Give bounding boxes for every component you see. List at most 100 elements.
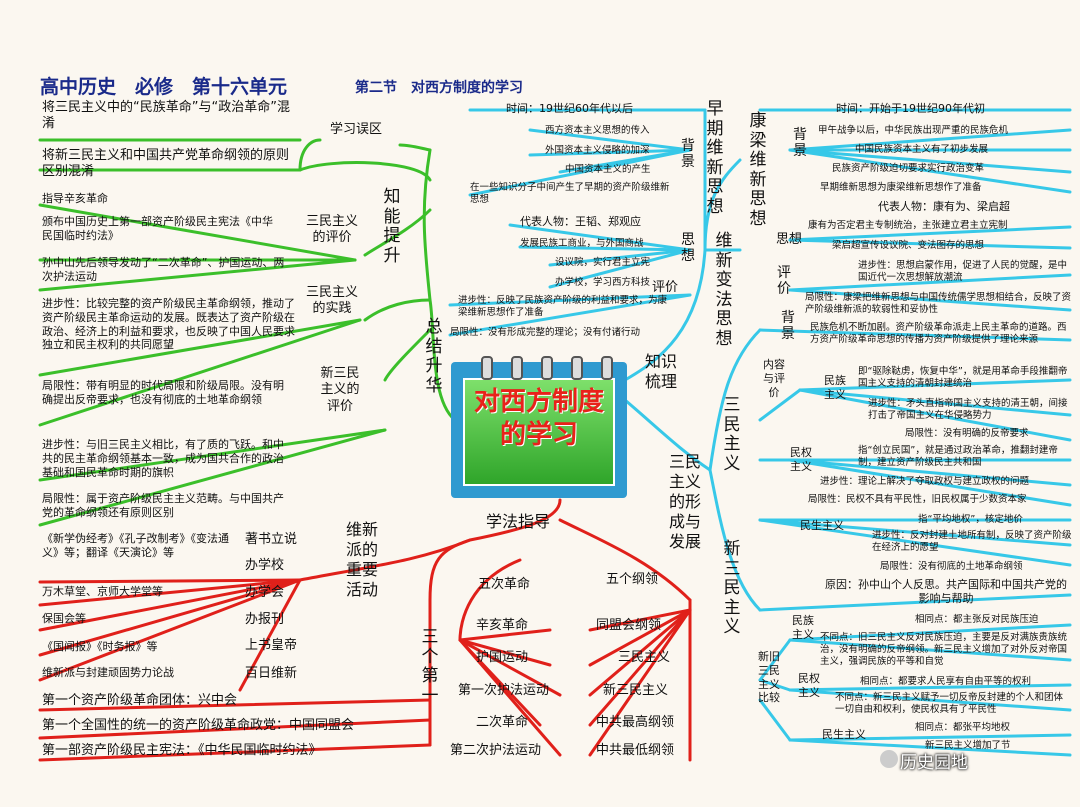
- sanmin-minsheng-item: 指“平均地权”，核定地价: [918, 514, 1023, 525]
- sanmin-minsheng-label: 民生主义: [800, 519, 844, 532]
- wuci-item: 护国运动: [476, 650, 529, 665]
- sange-item: 第一个全国性的统一的资产阶级革命政党：中国同盟会: [42, 718, 355, 733]
- weixin-item-label: 办报刊: [245, 612, 285, 627]
- wuqu-head: 学习误区: [330, 122, 383, 137]
- xin-item: 局限性：属于资产阶级民主主义范畴。与中国共产党的革命纲领还有原则区别: [42, 492, 284, 519]
- xinsanmin-bijiao-label: 新旧三民主义比较: [758, 650, 780, 705]
- wuqu-item: 将三民主义中的“民族革命”与“政治革命”混淆: [42, 100, 290, 132]
- sanmin-minzu-item: 进步性：矛头直指帝国主义支持的清王朝，间接打击了帝国主义在华侵略势力: [868, 398, 1068, 421]
- branch-sange-diyi: 三个第一: [421, 627, 439, 706]
- sanmin-minzu-item: 即“驱除鞑虏，恢复中华”，就是用革命手段推翻帝国主义支持的清朝封建统治: [858, 366, 1068, 389]
- weixin-item-detail: 保国会等: [42, 612, 86, 625]
- weixin-item-label: 办学会: [245, 585, 285, 600]
- wuge-item: 中共最低纲领: [596, 743, 675, 758]
- weixin-bianfa-head: 维新变法思想: [715, 231, 733, 349]
- sanmin-beijing: 民族危机不断加剧。资产阶级革命派走上民主革命的道路。西方资产阶级革命思想的传播为…: [810, 322, 1067, 345]
- sanmin-minquan-item: 局限性：民权不具有平民性，旧民权属于少数资本家: [808, 494, 1027, 505]
- weixin-item-detail: 《新学伪经考》《孔子改制考》《变法通义》等；翻译《天演论》等: [42, 532, 229, 559]
- weixin-item-label: 上书皇帝: [245, 638, 298, 653]
- weixin-item-detail: 万木草堂、京师大学堂等: [42, 585, 163, 598]
- zaoqi-pingjia-item: 进步性：反映了民族资产阶级的利益和要求，为康梁维新思想作了准备: [458, 295, 668, 318]
- wuge-item: 三民主义: [618, 650, 671, 665]
- xinsanmin-minsheng-item: 相同点：都张平均地权: [915, 722, 1011, 733]
- shijian-head: 三民主义的实践: [305, 285, 358, 317]
- weixin-item-label: 办学校: [245, 558, 285, 573]
- branch-xuefa: 学法指导: [486, 512, 551, 531]
- sanmin-minquan-label: 民权主义: [790, 446, 812, 473]
- kangliang-beijing-item: 中国民族资本主义有了初步发展: [855, 144, 989, 155]
- zaoqi-beijing-item: 西方资本主义思想的传入: [545, 125, 650, 136]
- zaoqi-beijing-item: 在一些知识分子中间产生了早期的资产阶级维新思想: [470, 182, 670, 205]
- branch-zongjie: 总结升华: [425, 317, 443, 396]
- sange-item: 第一部资产阶级民主宪法：《中华民国临时约法》: [42, 743, 322, 758]
- branch-sanmin-xingcheng: 三民主义的形成与发展: [668, 452, 701, 551]
- xinsanmin-head: 新三民主义: [723, 539, 741, 638]
- kangliang-beijing-item: 民族资产阶级迫切要求实行政治变革: [832, 163, 985, 174]
- xinsanmin-minzu-item: 不同点：旧三民主义反对民族压迫，主要是反对满族贵族统治，没有明确的反帝纲领。新三…: [820, 632, 1068, 667]
- wechat-logo-icon: [880, 750, 898, 768]
- page-subtitle: 第二节 对西方制度的学习: [355, 80, 523, 96]
- shijian-item: 局限性：带有明显的时代局限和阶级局限。没有明确提出反帝要求，也没有彻底的土地革命…: [42, 379, 284, 406]
- xinsanmin-minsheng-label: 民生主义: [822, 728, 866, 741]
- pingjia-item: 指导辛亥革命: [42, 192, 108, 205]
- sange-item: 第一个资产阶级革命团体：兴中会: [42, 693, 238, 708]
- kangliang-head: 康梁维新思想: [749, 111, 767, 229]
- pingjia-item: 颁布中国历史上第一部资产阶级民主宪法《中华民国临时约法》: [42, 215, 273, 242]
- sanmin-minzu-label: 民族主义: [824, 374, 846, 401]
- wuge-item: 中共最高纲领: [596, 715, 675, 730]
- zaoqi-head: 早期维新思想: [706, 99, 724, 217]
- xinsanmin-minquan-item: 不同点：新三民主义赋予一切反帝反封建的个人和团体一切自由和权利，使民权具有了平民…: [835, 692, 1064, 715]
- zaoqi-sixiang-item: 设议院，实行君主立宪: [555, 257, 651, 268]
- center-topic-title: 对西方制度的学习: [473, 387, 604, 450]
- sanmin-neirong-label: 内容与评价: [763, 358, 785, 399]
- xinsanmin-minquan-label: 民权主义: [798, 672, 820, 699]
- sanmin-head: 三民主义: [723, 395, 741, 474]
- kangliang-sixiang-item: 梁启超宣传设议院、变法图存的思想: [832, 240, 985, 251]
- branch-wuge-gangling: 五个纲领: [606, 572, 659, 587]
- kangliang-pingjia-item: 局限性：康梁把维新思想与中国传统儒学思想相结合，反映了资产阶级维新派的软弱性和妥…: [805, 292, 1072, 315]
- zaoqi-time: 时间：19世纪60年代以后: [506, 102, 633, 115]
- sanmin-minzu-item: 局限性：没有明确的反帝要求: [905, 428, 1029, 439]
- wuge-item: 同盟会纲领: [596, 618, 662, 633]
- wuci-item: 二次革命: [476, 715, 529, 730]
- xinsanmin-minsheng-item: 新三民主义增加了节: [925, 740, 1011, 751]
- branch-weixin-huodong: 维新派的重要活动: [345, 520, 378, 599]
- wuci-item: 第一次护法运动: [458, 683, 550, 698]
- zaoqi-sixiang-label: 思想: [681, 232, 695, 265]
- kangliang-pingjia-item: 进步性：思想启蒙作用，促进了人民的觉醒，是中国近代一次思想解放潮流: [858, 260, 1068, 283]
- zaoqi-beijing-label: 背景: [681, 138, 695, 171]
- kangliang-daibiao: 代表人物：康有为、梁启超: [878, 200, 1010, 213]
- wuci-item: 第二次护法运动: [450, 743, 542, 758]
- branch-zhishi: 知识梳理: [645, 352, 678, 391]
- kangliang-beijing-label: 背景: [793, 127, 807, 160]
- xinsanmin-minzu-label: 民族主义: [792, 614, 814, 641]
- sanmin-minsheng-item: 局限性：没有彻底的土地革命纲领: [880, 561, 1023, 572]
- xinsanmin-minzu-item: 相同点：都主张反对民族压迫: [915, 614, 1039, 625]
- kangliang-beijing-item: 早期维新思想为康梁维新思想作了准备: [820, 182, 982, 193]
- kangliang-time: 时间：开始于19世纪90年代初: [836, 102, 985, 115]
- zaoqi-sixiang-item: 发展民族工商业，与外国商战: [520, 238, 644, 249]
- kangliang-pingjia-label: 评价: [777, 265, 791, 298]
- weixin-item-label: 著书立说: [245, 532, 298, 547]
- sanmin-minquan-item: 指“创立民国”，就是通过政治革命，推翻封建帝制，建立资产阶级民主共和国: [858, 445, 1058, 468]
- weixin-item-detail: 《国闻报》《时务报》等: [42, 640, 158, 653]
- weixin-item-detail: 维新派与封建顽固势力论战: [42, 666, 174, 679]
- pingjia-head: 三民主义的评价: [306, 214, 359, 246]
- wuci-item: 辛亥革命: [476, 618, 529, 633]
- pingjia-item: 孙中山先后领导发动了“二次革命”、护国运动、两次护法运动: [42, 256, 285, 283]
- wuqu-item: 将新三民主义和中国共产党革命纲领的原则区别混淆: [42, 148, 290, 180]
- zaoqi-pingjia-label: 评价: [652, 280, 679, 295]
- watermark: 历史园地: [900, 753, 968, 773]
- zaoqi-daibiao: 代表人物：王韬、郑观应: [520, 215, 641, 228]
- kangliang-beijing-item: 甲午战争以后，中华民族出现严重的民族危机: [818, 125, 1009, 136]
- zaoqi-beijing-item: 外国资本主义侵略的加深: [545, 145, 650, 156]
- zaoqi-beijing-item: 中国资本主义的产生: [565, 164, 651, 175]
- page-title: 高中历史 必修 第十六单元: [40, 76, 288, 98]
- xinsanmin-minquan-item: 相同点：都要求人民享有自由平等的权利: [860, 676, 1032, 687]
- branch-wuci-geming: 五次革命: [478, 577, 531, 592]
- sanmin-minsheng-item: 进步性：反对封建土地所有制，反映了资产阶级在经济上的愿望: [872, 530, 1072, 553]
- zaoqi-pingjia-item: 局限性：没有形成完整的理论；没有付诸行动: [450, 327, 641, 338]
- xin-item: 进步性：与旧三民主义相比，有了质的飞跃。和中共的民主革命纲领基本一致，成为国共合…: [42, 438, 284, 479]
